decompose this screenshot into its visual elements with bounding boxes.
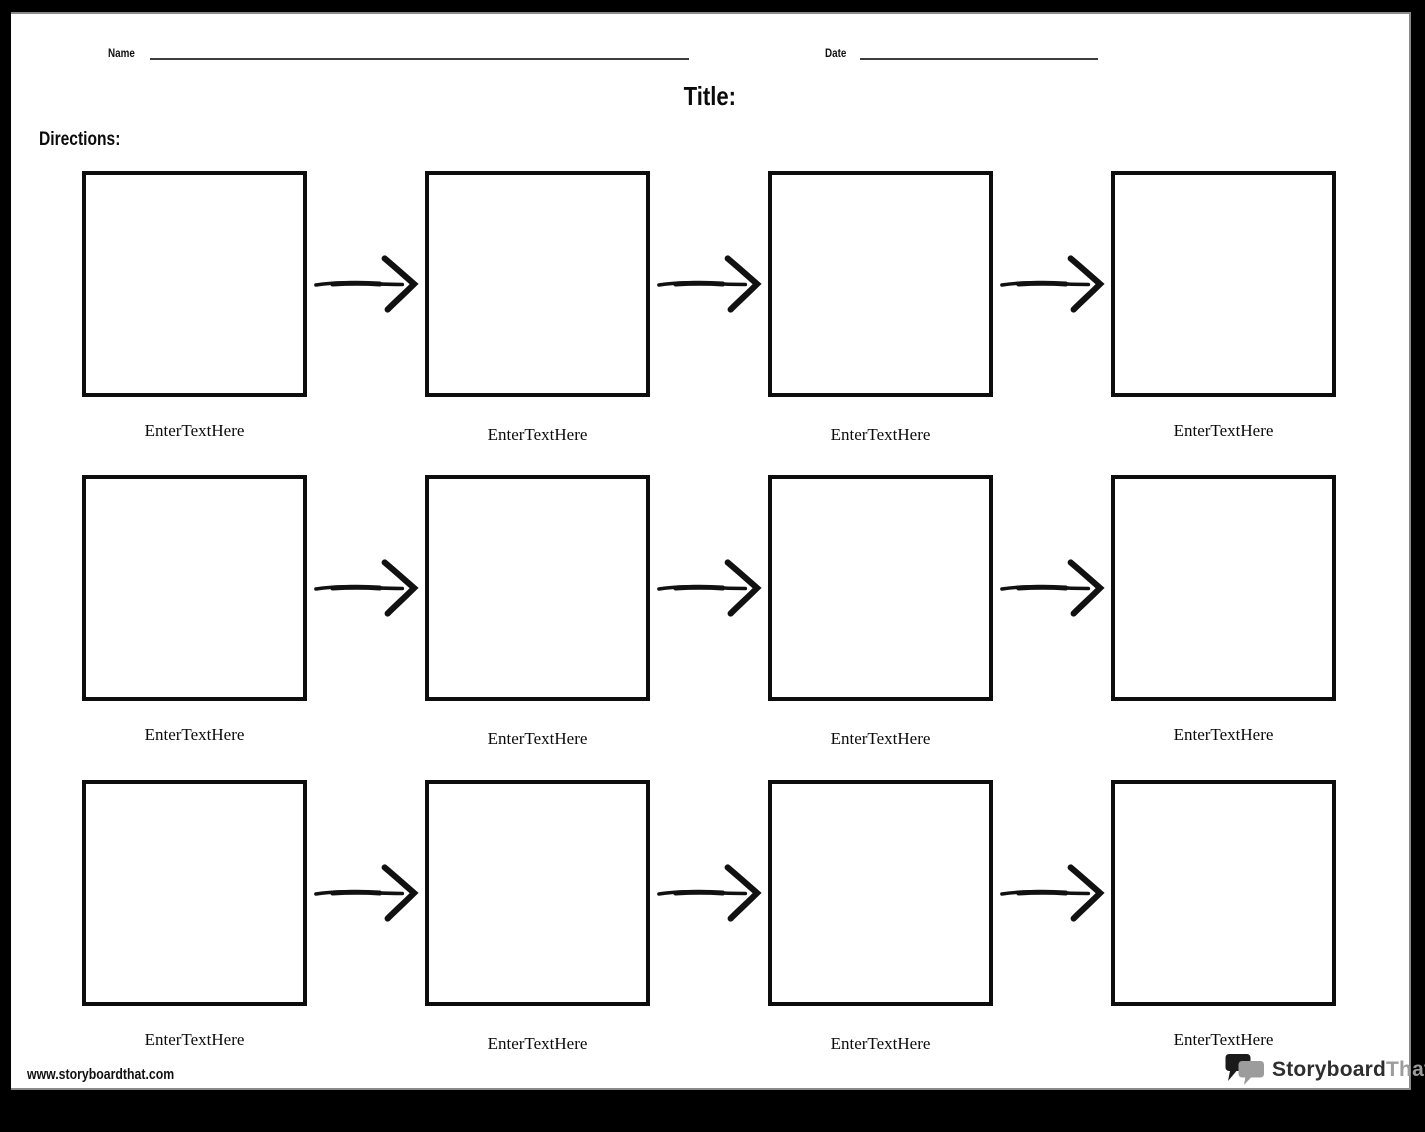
flow-box[interactable] — [82, 475, 307, 701]
flow-arrow — [650, 171, 768, 397]
date-field: Date — [825, 45, 1099, 60]
flow-arrow-icon — [314, 255, 419, 313]
directions-label: Directions: — [39, 129, 121, 150]
flow-cell: EnterTextHere — [1111, 171, 1336, 445]
flow-cell: EnterTextHere — [768, 171, 993, 445]
date-fill-line[interactable] — [860, 45, 1099, 60]
flow-box[interactable] — [82, 780, 307, 1006]
worksheet-page: Name Date Title: Directions: EnterTextHe… — [11, 12, 1425, 1090]
flow-box-label[interactable]: EnterTextHere — [1173, 421, 1274, 440]
flow-arrow-icon — [1000, 864, 1105, 922]
flow-cell: EnterTextHere — [82, 475, 307, 749]
flow-cell: EnterTextHere — [1111, 475, 1336, 749]
flow-arrow-icon — [657, 864, 762, 922]
flow-box-label[interactable]: EnterTextHere — [144, 1030, 245, 1049]
flow-box-label[interactable]: EnterTextHere — [1173, 725, 1274, 744]
flow-row-2: EnterTextHere EnterTextHere EnterTextHer… — [82, 475, 1336, 749]
flow-box-label[interactable]: EnterTextHere — [144, 725, 245, 744]
flow-arrow — [307, 475, 425, 701]
flow-box-label[interactable]: EnterTextHere — [487, 1034, 588, 1053]
flow-box[interactable] — [1111, 171, 1336, 397]
flow-cell: EnterTextHere — [768, 780, 993, 1054]
logo-text: StoryboardThat — [1272, 1058, 1425, 1081]
storyboardthat-logo: StoryboardThat — [1225, 1052, 1425, 1088]
flow-cell: EnterTextHere — [82, 171, 307, 445]
name-field: Name — [108, 45, 689, 60]
flow-box-label[interactable]: EnterTextHere — [487, 425, 588, 444]
flow-arrow-icon — [1000, 255, 1105, 313]
speech-bubbles-icon — [1225, 1054, 1264, 1085]
flow-box[interactable] — [82, 171, 307, 397]
flow-cell: EnterTextHere — [425, 475, 650, 749]
flow-box[interactable] — [425, 780, 650, 1006]
flow-cell: EnterTextHere — [425, 780, 650, 1054]
worksheet-title: Title: — [683, 81, 737, 111]
flow-cell: EnterTextHere — [425, 171, 650, 445]
flow-arrow-icon — [657, 255, 762, 313]
flow-box-label[interactable]: EnterTextHere — [1173, 1030, 1274, 1049]
flow-row-3: EnterTextHere EnterTextHere EnterTextHer… — [82, 780, 1336, 1054]
name-label: Name — [108, 46, 135, 60]
flow-box-label[interactable]: EnterTextHere — [144, 421, 245, 440]
flow-box[interactable] — [425, 475, 650, 701]
flow-box[interactable] — [768, 171, 993, 397]
flow-box[interactable] — [425, 171, 650, 397]
flow-cell: EnterTextHere — [82, 780, 307, 1054]
flow-cell: EnterTextHere — [768, 475, 993, 749]
flow-box[interactable] — [1111, 475, 1336, 701]
flow-box-label[interactable]: EnterTextHere — [487, 729, 588, 748]
flow-cell: EnterTextHere — [1111, 780, 1336, 1054]
flow-arrow — [993, 475, 1111, 701]
flow-arrow-icon — [657, 559, 762, 617]
flow-box-label[interactable]: EnterTextHere — [830, 425, 931, 444]
flow-arrow — [650, 780, 768, 1006]
flow-arrow — [307, 171, 425, 397]
date-label: Date — [825, 46, 847, 60]
flow-arrow-icon — [314, 559, 419, 617]
flow-box[interactable] — [1111, 780, 1336, 1006]
flow-box[interactable] — [768, 475, 993, 701]
flow-box-label[interactable]: EnterTextHere — [830, 1034, 931, 1053]
flow-arrow — [993, 780, 1111, 1006]
flow-arrow — [307, 780, 425, 1006]
flow-arrow-icon — [314, 864, 419, 922]
footer-url: www.storyboardthat.com — [27, 1066, 175, 1083]
name-fill-line[interactable] — [149, 45, 689, 60]
flow-row-1: EnterTextHere EnterTextHere EnterTextHer… — [82, 171, 1336, 445]
flow-box-label[interactable]: EnterTextHere — [830, 729, 931, 748]
flow-arrow — [650, 475, 768, 701]
flow-box[interactable] — [768, 780, 993, 1006]
flow-arrow — [993, 171, 1111, 397]
flow-arrow-icon — [1000, 559, 1105, 617]
